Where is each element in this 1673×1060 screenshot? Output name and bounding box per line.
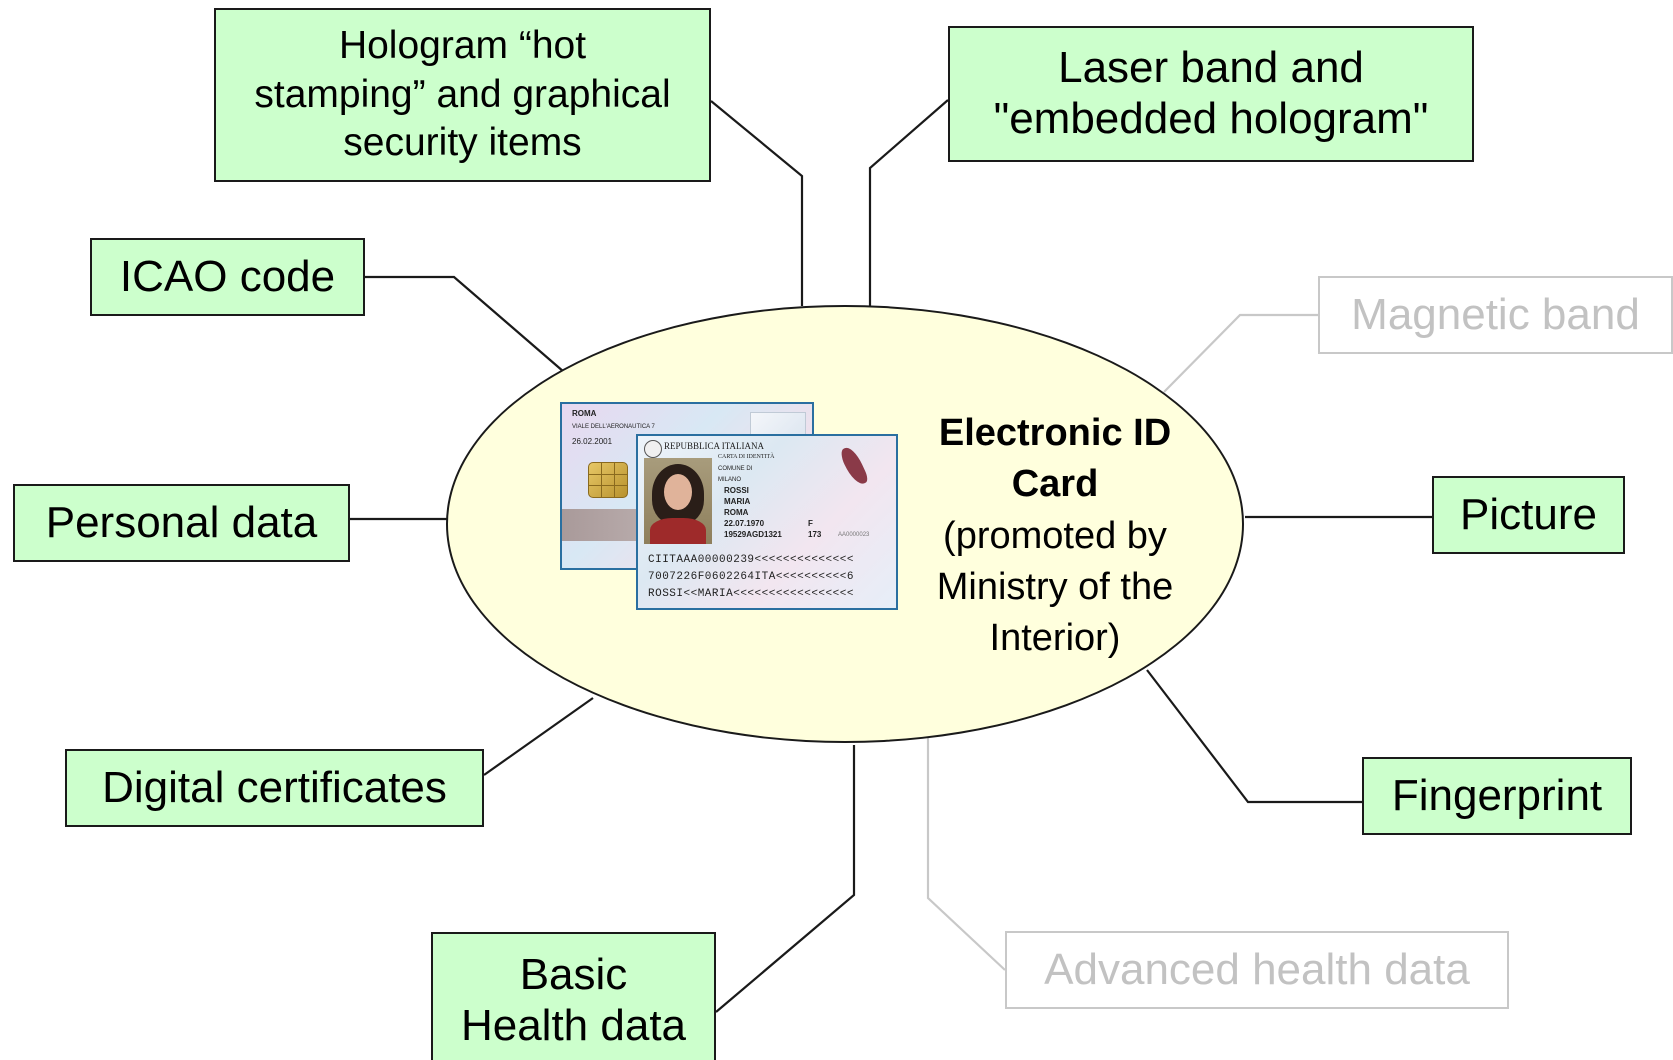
feature-laser-band: Laser band and "embedded hologram" <box>948 26 1474 162</box>
feature-hologram-line2: stamping” and graphical <box>254 72 671 116</box>
feature-hologram-line3: security items <box>343 121 582 165</box>
card-front-serial: AA0000023 <box>838 532 870 538</box>
card-front-header: REPUBBLICA ITALIANA <box>664 441 765 451</box>
card-back-address: VIALE DELL'AERONAUTICA 7 <box>572 424 655 430</box>
photo-portrait <box>644 458 712 544</box>
chip-icon <box>588 462 628 498</box>
feature-advanced-health: Advanced health data <box>1005 931 1509 1009</box>
mrz-line-2: 7007226F0602264ITA<<<<<<<<<<6 <box>648 571 854 583</box>
italy-map-icon <box>838 444 870 488</box>
feature-basic-health: Basic Health data <box>431 932 716 1060</box>
connector-laser-band <box>868 99 949 306</box>
center-subtitle-line3: Interior) <box>989 617 1121 660</box>
feature-laser-band-line2: "embedded hologram" <box>993 94 1429 143</box>
feature-magnetic-band: Magnetic band <box>1318 276 1673 354</box>
emblem-icon <box>644 440 662 458</box>
feature-fingerprint-label: Fingerprint <box>1391 770 1603 820</box>
card-front-comune-label: COMUNE DI <box>718 466 753 472</box>
id-card-front-image: REPUBBLICA ITALIANA CARTA DI IDENTITÀ CO… <box>636 434 898 610</box>
feature-personal-data-label: Personal data <box>45 497 318 547</box>
feature-picture: Picture <box>1432 476 1625 554</box>
center-title-line1: Electronic ID <box>938 412 1172 454</box>
feature-laser-band-line1: Laser band and <box>1058 43 1364 93</box>
connector-icao-code <box>364 275 565 373</box>
card-back-city: ROMA <box>572 409 597 418</box>
card-front-height: 173 <box>808 530 822 539</box>
mrz-line-3: ROSSI<<MARIA<<<<<<<<<<<<<<<<< <box>648 588 854 600</box>
connector-digital-certificates <box>483 697 594 776</box>
center-title: Electronic ID Card (promoted by Ministry… <box>895 408 1215 664</box>
mrz-line-1: CIITAAA00000239<<<<<<<<<<<<<< <box>648 554 854 566</box>
feature-picture-label: Picture <box>1460 489 1597 539</box>
feature-digital-certificates-label: Digital certificates <box>102 762 447 812</box>
card-front-name: MARIA <box>724 497 751 506</box>
feature-icao-code: ICAO code <box>90 238 365 316</box>
feature-advanced-health-label: Advanced health data <box>1044 944 1470 994</box>
card-front-comune: MILANO <box>718 477 742 483</box>
feature-personal-data: Personal data <box>13 484 350 562</box>
feature-hologram-line1: Hologram “hot <box>338 23 587 67</box>
feature-magnetic-band-label: Magnetic band <box>1351 289 1640 339</box>
card-back-date: 26.02.2001 <box>572 437 613 446</box>
connector-hologram <box>710 100 804 306</box>
card-front-number: 19529AGD1321 <box>724 530 782 539</box>
card-front-sex: F <box>808 519 813 528</box>
connector-fingerprint <box>1146 669 1362 804</box>
feature-basic-health-line2: Health data <box>460 1000 687 1050</box>
card-front-birthdate: 22.07.1970 <box>724 519 765 528</box>
connector-magnetic-band <box>1163 313 1318 393</box>
connector-basic-health <box>715 745 856 1013</box>
connector-advanced-health <box>926 738 1006 971</box>
feature-hologram: Hologram “hot stamping” and graphical se… <box>214 8 711 182</box>
center-subtitle-line2: Ministry of the <box>936 565 1174 608</box>
center-subtitle-line1: (promoted by <box>943 514 1167 557</box>
feature-basic-health-line1: Basic <box>519 950 628 999</box>
feature-icao-code-label: ICAO code <box>119 251 336 301</box>
card-front-surname: ROSSI <box>724 486 749 495</box>
feature-digital-certificates: Digital certificates <box>65 749 484 827</box>
feature-fingerprint: Fingerprint <box>1362 757 1632 835</box>
card-front-doc-type: CARTA DI IDENTITÀ <box>718 454 775 460</box>
card-front-birthplace: ROMA <box>724 508 749 517</box>
center-title-line2: Card <box>1011 463 1099 506</box>
